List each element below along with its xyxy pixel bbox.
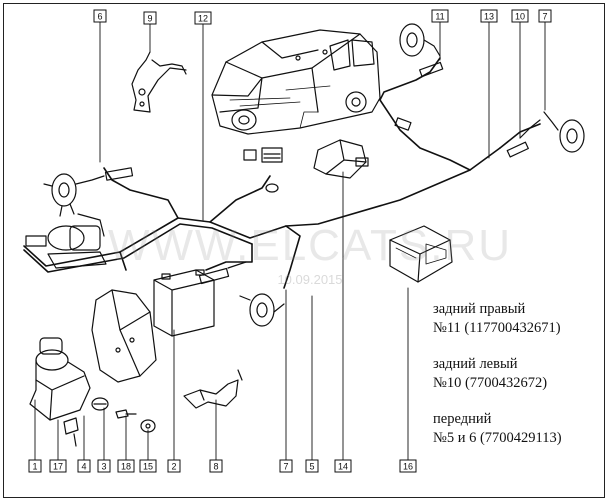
svg-text:13: 13 — [484, 12, 494, 22]
callout-6: 6 — [93, 9, 107, 23]
callout-11: 11 — [431, 9, 449, 23]
legend-front-label: передний — [433, 411, 492, 427]
legend-front-ref: №5 и 6 (7700429113) — [433, 430, 562, 446]
svg-text:8: 8 — [213, 462, 218, 472]
bracket-part-2 — [91, 289, 157, 383]
callout-7-bottom: 7 — [279, 459, 293, 473]
callout-7-top: 7 — [538, 9, 552, 23]
callout-18: 18 — [117, 459, 135, 473]
connector-block — [243, 147, 283, 193]
svg-text:4: 4 — [81, 462, 86, 472]
hydraulic-unit — [29, 337, 91, 421]
bracket-part-8 — [183, 369, 243, 409]
callout-8: 8 — [209, 459, 223, 473]
callout-13: 13 — [480, 9, 498, 23]
front-left-wheel-sensor — [43, 167, 134, 217]
front-right-wheel-sensor — [198, 261, 285, 327]
control-unit — [389, 225, 453, 283]
svg-text:9: 9 — [147, 14, 152, 24]
svg-text:1: 1 — [32, 462, 37, 472]
legend-rear-right-label: задний правый — [433, 301, 526, 317]
svg-text:6: 6 — [97, 12, 102, 22]
svg-text:7: 7 — [283, 462, 288, 472]
callout-15: 15 — [139, 459, 157, 473]
car-illustration — [211, 29, 381, 135]
svg-text:11: 11 — [435, 12, 444, 22]
svg-text:10: 10 — [515, 12, 525, 22]
yaw-rate-sensor — [313, 139, 369, 179]
callout-5: 5 — [305, 459, 319, 473]
legend-rear-left-ref: №10 (7700432672) — [433, 375, 548, 391]
leader-lines — [34, 21, 546, 461]
sensor-legend: задний правый №11 (117700432671) задний … — [433, 300, 605, 465]
fasteners — [63, 397, 156, 447]
svg-text:15: 15 — [143, 462, 153, 472]
svg-text:14: 14 — [338, 462, 348, 472]
battery — [153, 269, 215, 337]
svg-text:7: 7 — [542, 12, 547, 22]
callout-14: 14 — [334, 459, 352, 473]
rear-right-sensor — [399, 23, 444, 78]
callout-16: 16 — [399, 459, 417, 473]
callout-10: 10 — [511, 9, 529, 23]
left-abs-cluster — [25, 213, 107, 269]
callout-1: 1 — [28, 459, 42, 473]
svg-text:17: 17 — [53, 462, 63, 472]
callout-12: 12 — [194, 11, 212, 25]
bracket-part-9 — [131, 51, 187, 113]
legend-rear-right-ref: №11 (117700432671) — [433, 320, 561, 336]
svg-text:18: 18 — [121, 462, 131, 472]
callout-9: 9 — [143, 11, 157, 25]
rear-left-sensor — [394, 111, 585, 158]
callout-3: 3 — [97, 459, 111, 473]
svg-text:16: 16 — [403, 462, 413, 472]
callout-2: 2 — [167, 459, 181, 473]
callout-4: 4 — [77, 459, 91, 473]
svg-text:3: 3 — [101, 462, 106, 472]
svg-text:5: 5 — [309, 462, 314, 472]
svg-text:2: 2 — [171, 462, 176, 472]
wiring-harness — [23, 57, 541, 289]
legend-front: передний №5 и 6 (7700429113) — [433, 410, 605, 448]
legend-rear-left-label: задний левый — [433, 356, 518, 372]
legend-rear-left: задний левый №10 (7700432672) — [433, 355, 605, 393]
legend-rear-right: задний правый №11 (117700432671) — [433, 300, 605, 338]
callout-17: 17 — [49, 459, 67, 473]
svg-text:12: 12 — [198, 14, 208, 24]
